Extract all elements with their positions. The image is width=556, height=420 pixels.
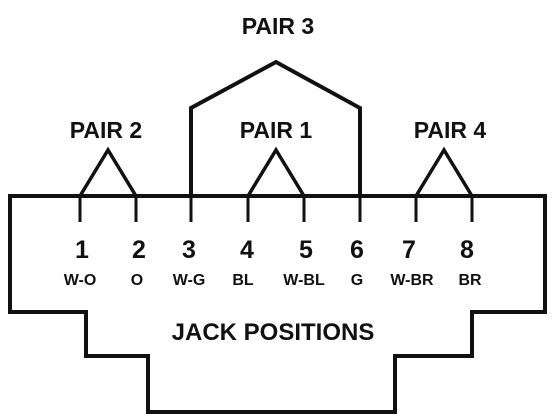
pin-code-7: W-BR: [390, 272, 434, 289]
pin-number-1: 1: [75, 236, 89, 264]
pin-number-8: 8: [460, 236, 474, 264]
pin-number-5: 5: [299, 236, 313, 264]
pin-code-4: BL: [232, 272, 254, 289]
jack-outline: [8, 194, 547, 414]
jack-positions-title: JACK POSITIONS: [172, 319, 375, 346]
pair-4-label: PAIR 4: [414, 117, 487, 143]
pin-number-6: 6: [350, 236, 364, 264]
pin-code-1: W-O: [64, 272, 97, 289]
pair-1-connector: [246, 146, 306, 197]
pin-code-6: G: [351, 272, 363, 289]
pin-lines: [78, 196, 474, 222]
pair-1-label: PAIR 1: [240, 117, 313, 143]
pin-code-5: W-BL: [283, 272, 325, 289]
pin-number-7: 7: [402, 236, 416, 264]
pair-4-connector: [414, 146, 474, 197]
pin-number-4: 4: [240, 236, 254, 264]
pin-code-8: BR: [458, 272, 482, 289]
pin-number-2: 2: [132, 236, 146, 264]
pair-3-label: PAIR 3: [242, 13, 314, 39]
pin-code-2: O: [131, 272, 143, 289]
pair-2-label: PAIR 2: [70, 117, 142, 143]
pair-3-connector: [189, 59, 362, 196]
pin-number-3: 3: [182, 236, 196, 264]
pin-code-3: W-G: [173, 272, 206, 289]
pair-2-connector: [78, 146, 138, 197]
